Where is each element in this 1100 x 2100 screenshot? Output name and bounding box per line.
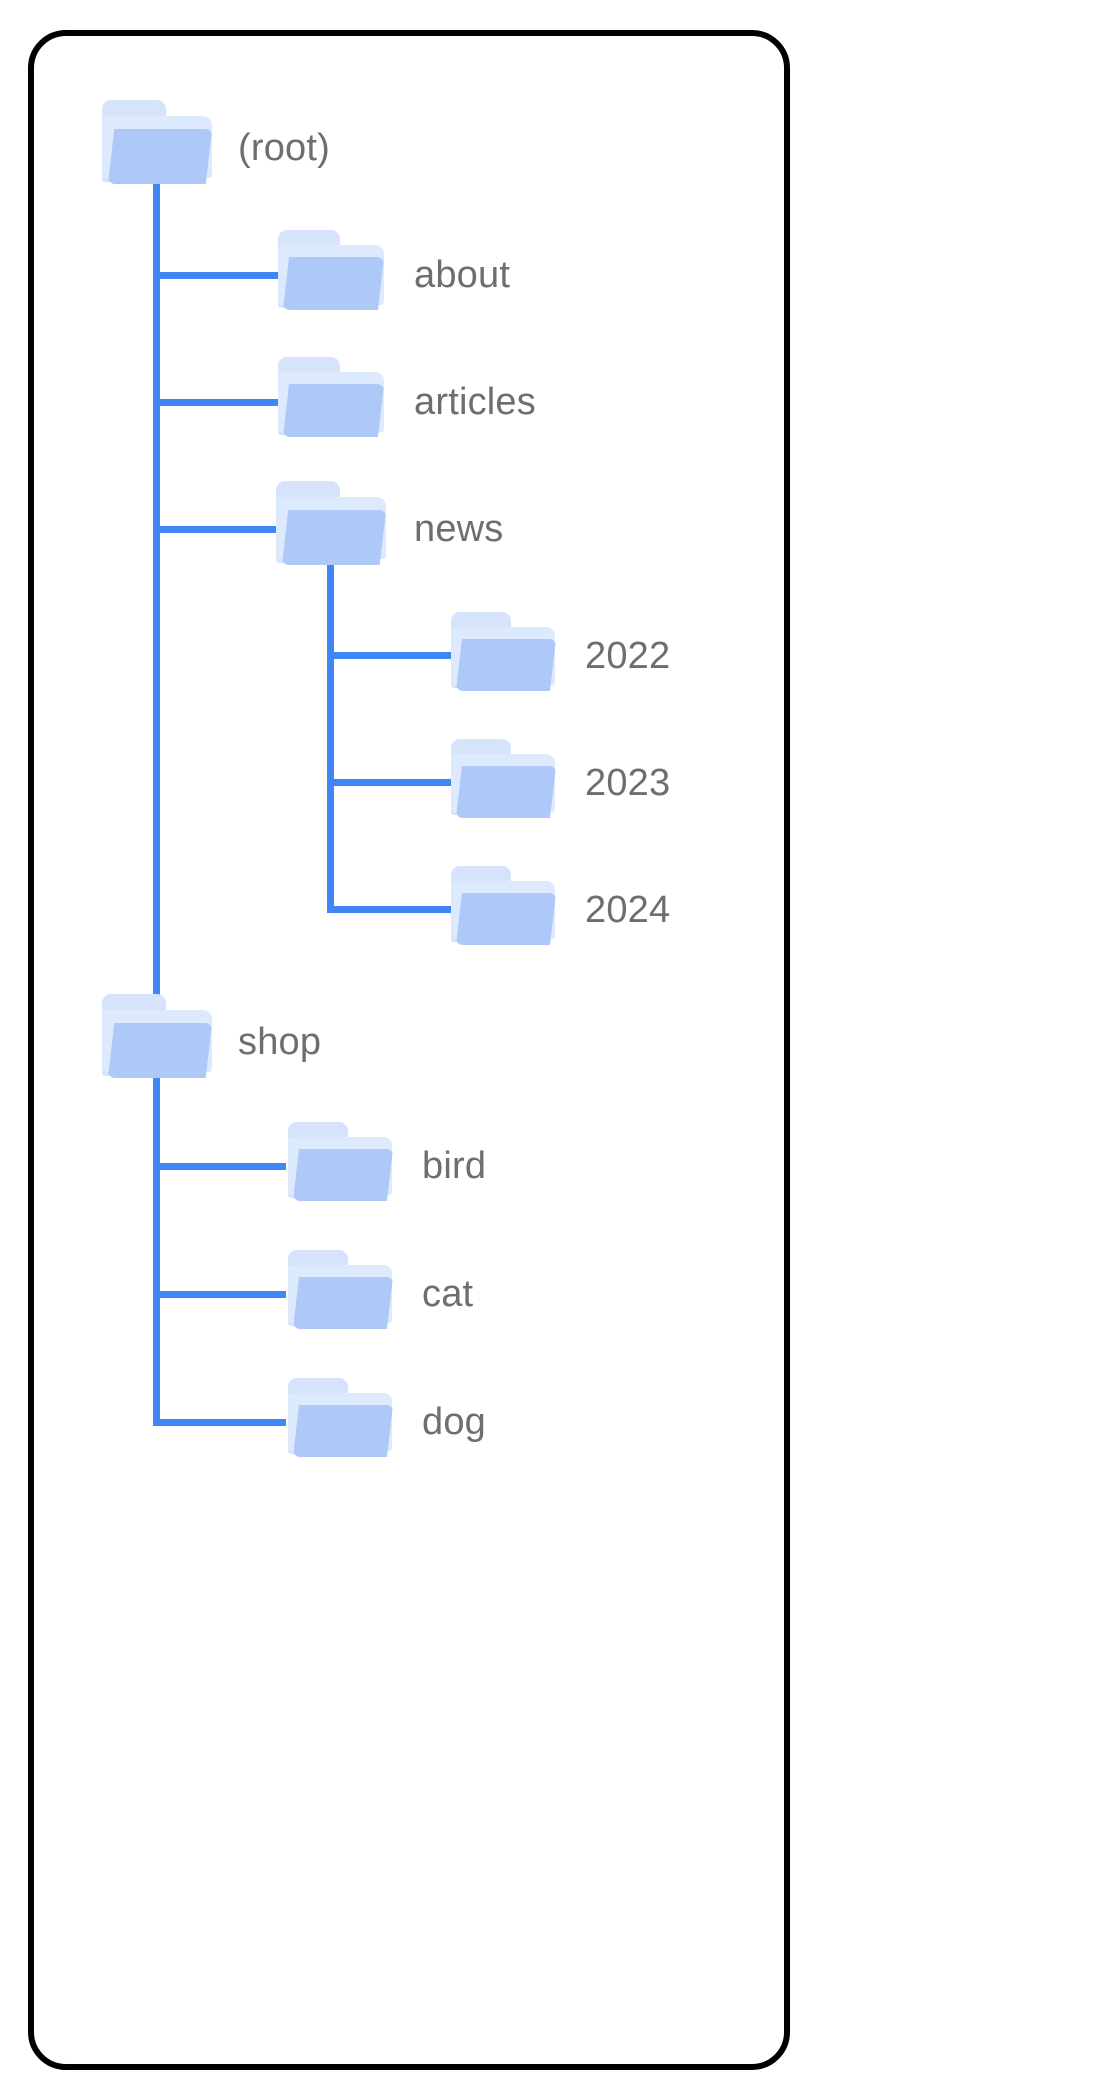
tree-node-label: articles bbox=[414, 381, 536, 423]
tree-node-articles[interactable]: articles bbox=[276, 357, 536, 445]
folder-icon bbox=[286, 1250, 400, 1336]
folder-icon bbox=[286, 1122, 400, 1208]
tree-node-label: about bbox=[414, 254, 511, 296]
tree-node-2023[interactable]: 2023 bbox=[449, 739, 670, 825]
folder-icon bbox=[276, 357, 392, 445]
folder-icon bbox=[286, 1378, 400, 1464]
tree-node-cat[interactable]: cat bbox=[286, 1250, 473, 1336]
tree-node-2022[interactable]: 2022 bbox=[449, 612, 670, 698]
tree-node-label: (root) bbox=[238, 127, 330, 169]
folder-icon bbox=[274, 481, 394, 573]
tree-node-dog[interactable]: dog bbox=[286, 1378, 486, 1464]
tree-node-label: 2023 bbox=[585, 762, 671, 804]
tree-node-label: dog bbox=[422, 1401, 487, 1443]
folder-icon bbox=[276, 230, 392, 318]
folder-icon bbox=[449, 866, 563, 952]
folder-icon bbox=[100, 100, 220, 192]
tree-node-bird[interactable]: bird bbox=[286, 1122, 486, 1208]
folder-icon bbox=[449, 739, 563, 825]
tree-node-news[interactable]: news bbox=[274, 481, 504, 573]
tree-node-about[interactable]: about bbox=[276, 230, 510, 318]
tree-node-shop[interactable]: shop bbox=[100, 994, 321, 1086]
tree-node-label: shop bbox=[238, 1021, 322, 1063]
tree-node-label: 2022 bbox=[585, 635, 671, 677]
folder-icon bbox=[100, 994, 220, 1086]
tree-node-root[interactable]: (root) bbox=[100, 100, 330, 192]
tree-node-label: 2024 bbox=[585, 889, 671, 931]
tree-node-label: news bbox=[414, 508, 504, 550]
tree-node-label: cat bbox=[422, 1273, 474, 1315]
tree-node-label: bird bbox=[422, 1145, 487, 1187]
folder-icon bbox=[449, 612, 563, 698]
tree-node-2024[interactable]: 2024 bbox=[449, 866, 670, 952]
